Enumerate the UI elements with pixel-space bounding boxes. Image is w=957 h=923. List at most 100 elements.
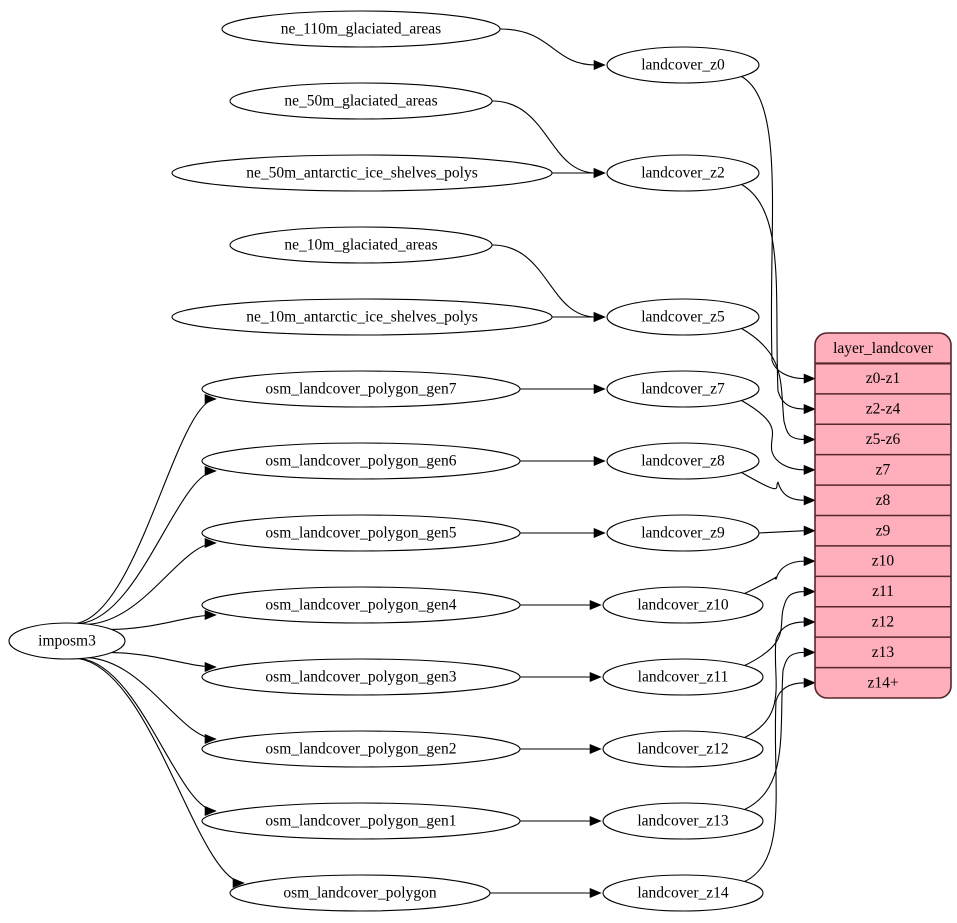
node-label-landcover_z10: landcover_z10 [637, 597, 728, 614]
edge-imposm3-to-osm_landcover_polygon [78, 658, 245, 884]
edge-arrowhead [593, 59, 606, 71]
node-ellipse-source-table [221, 10, 501, 48]
node-ellipse-layer-view [606, 298, 760, 336]
edge-arrowhead [803, 373, 816, 384]
node-ellipse-source-table [201, 730, 521, 768]
node-ellipse-source-table [229, 226, 493, 264]
edge-ne_50m_glaciated_areas-to-landcover_z2 [491, 100, 597, 174]
node-osm_landcover_polygon_gen4[interactable]: osm_landcover_polygon_gen4 [201, 586, 521, 624]
node-label-landcover_z7: landcover_z7 [641, 381, 725, 398]
edge-arrowhead [204, 537, 217, 549]
edge-arrowhead [803, 556, 816, 567]
node-label-ne_10m_glaciated_areas: ne_10m_glaciated_areas [284, 237, 437, 254]
edge-arrowhead [204, 609, 217, 621]
edge-imposm3-to-osm_landcover_polygon_gen2 [88, 657, 217, 740]
edge-arrowhead [593, 311, 606, 323]
node-label-landcover_z12: landcover_z12 [637, 741, 728, 758]
node-imposm3[interactable]: imposm3 [8, 622, 126, 660]
node-landcover_z7[interactable]: landcover_z7 [606, 370, 760, 408]
edge-arrowhead [803, 525, 816, 536]
node-osm_landcover_polygon_gen6[interactable]: osm_landcover_polygon_gen6 [201, 442, 521, 480]
edge-landcover_z2-to-table-row-1 [741, 183, 806, 410]
edge-arrowhead [803, 495, 816, 506]
table-row-z11[interactable]: z11 [872, 583, 894, 600]
table-row-z10[interactable]: z10 [872, 553, 895, 570]
table-row-z13[interactable]: z13 [872, 644, 895, 661]
node-ellipse-source-table [201, 514, 521, 552]
node-landcover_z8[interactable]: landcover_z8 [606, 442, 760, 480]
node-label-osm_landcover_polygon_gen7: osm_landcover_polygon_gen7 [265, 381, 456, 398]
edge-arrowhead [204, 661, 217, 673]
edge-landcover_z0-to-table-row-0 [741, 75, 806, 380]
node-ellipse-layer-view [606, 514, 760, 552]
table-node-layer-landcover[interactable]: layer_landcoverz0-z1z2-z4z5-z6z7z8z9z10z… [814, 332, 952, 699]
node-landcover_z9[interactable]: landcover_z9 [606, 514, 760, 552]
node-osm_landcover_polygon_gen7[interactable]: osm_landcover_polygon_gen7 [201, 370, 521, 408]
table-row-z8[interactable]: z8 [876, 492, 891, 509]
node-osm_landcover_polygon[interactable]: osm_landcover_polygon [229, 874, 491, 912]
node-osm_landcover_polygon_gen3[interactable]: osm_landcover_polygon_gen3 [201, 658, 521, 696]
node-ne_50m_antarctic_ice_shelves_polys[interactable]: ne_50m_antarctic_ice_shelves_polys [171, 154, 553, 192]
table-row-z5-z6[interactable]: z5-z6 [866, 431, 901, 448]
edge-arrowhead [204, 805, 217, 817]
node-label-landcover_z14: landcover_z14 [637, 885, 728, 902]
edge-landcover_z10-to-table-row-6 [744, 560, 806, 595]
node-label-osm_landcover_polygon_gen4: osm_landcover_polygon_gen4 [265, 597, 456, 614]
node-label-landcover_z11: landcover_z11 [638, 669, 729, 686]
node-label-landcover_z0: landcover_z0 [641, 57, 725, 74]
edge-landcover_z9-to-table-row-5 [758, 530, 806, 534]
edge-arrowhead [803, 677, 816, 688]
node-ellipse-layer-view [606, 442, 760, 480]
node-landcover_z10[interactable]: landcover_z10 [602, 586, 764, 624]
edge-arrowhead [803, 647, 816, 658]
table-row-z12[interactable]: z12 [872, 614, 894, 631]
node-landcover_z2[interactable]: landcover_z2 [606, 154, 760, 192]
node-ne_10m_antarctic_ice_shelves_polys[interactable]: ne_10m_antarctic_ice_shelves_polys [171, 298, 553, 336]
edge-arrowhead [803, 616, 816, 628]
node-ellipse-source-table [171, 298, 553, 336]
table-node-layer: layer_landcoverz0-z1z2-z4z5-z6z7z8z9z10z… [814, 332, 952, 699]
node-label-landcover_z2: landcover_z2 [641, 165, 725, 182]
edge-landcover_z13-to-table-row-9 [744, 651, 806, 811]
node-label-landcover_z5: landcover_z5 [641, 309, 725, 326]
edge-arrowhead [803, 403, 816, 415]
node-landcover_z0[interactable]: landcover_z0 [606, 46, 760, 84]
node-landcover_z14[interactable]: landcover_z14 [602, 874, 764, 912]
edges-layer [76, 28, 816, 899]
edge-arrowhead [803, 464, 816, 475]
node-label-osm_landcover_polygon_gen5: osm_landcover_polygon_gen5 [265, 525, 456, 542]
table-row-z0-z1[interactable]: z0-z1 [866, 370, 900, 387]
node-osm_landcover_polygon_gen1[interactable]: osm_landcover_polygon_gen1 [201, 802, 521, 840]
node-ne_110m_glaciated_areas[interactable]: ne_110m_glaciated_areas [221, 10, 501, 48]
node-label-osm_landcover_polygon_gen2: osm_landcover_polygon_gen2 [265, 741, 456, 758]
node-ellipse-source-root [8, 622, 126, 660]
table-row-z9[interactable]: z9 [876, 522, 891, 539]
edge-arrowhead [593, 167, 606, 179]
node-ellipse-layer-view [602, 586, 764, 624]
node-landcover_z12[interactable]: landcover_z12 [602, 730, 764, 768]
node-label-ne_50m_glaciated_areas: ne_50m_glaciated_areas [284, 93, 437, 110]
node-ellipse-source-table [201, 802, 521, 840]
node-osm_landcover_polygon_gen5[interactable]: osm_landcover_polygon_gen5 [201, 514, 521, 552]
node-ne_10m_glaciated_areas[interactable]: ne_10m_glaciated_areas [229, 226, 493, 264]
edge-landcover_z7-to-table-row-3 [741, 399, 806, 471]
node-landcover_z5[interactable]: landcover_z5 [606, 298, 760, 336]
table-row-z7[interactable]: z7 [876, 461, 891, 478]
edge-arrowhead [589, 887, 602, 899]
node-landcover_z11[interactable]: landcover_z11 [602, 658, 764, 696]
edge-imposm3-to-osm_landcover_polygon_gen7 [76, 398, 217, 624]
node-ellipse-layer-view [606, 370, 760, 408]
node-osm_landcover_polygon_gen2[interactable]: osm_landcover_polygon_gen2 [201, 730, 521, 768]
node-label-imposm3: imposm3 [38, 633, 96, 650]
table-row-z14+[interactable]: z14+ [867, 674, 898, 691]
edge-landcover_z8-to-table-row-4 [741, 471, 806, 501]
node-ne_50m_glaciated_areas[interactable]: ne_50m_glaciated_areas [229, 82, 493, 120]
table-row-z2-z4[interactable]: z2-z4 [866, 401, 901, 418]
edge-landcover_z5-to-table-row-2 [741, 327, 806, 441]
edge-arrowhead [204, 733, 217, 745]
node-ellipse-source-table [201, 586, 521, 624]
node-landcover_z13[interactable]: landcover_z13 [602, 802, 764, 840]
edge-landcover_z14-to-table-row-10 [744, 682, 806, 883]
edge-arrowhead [232, 877, 245, 889]
